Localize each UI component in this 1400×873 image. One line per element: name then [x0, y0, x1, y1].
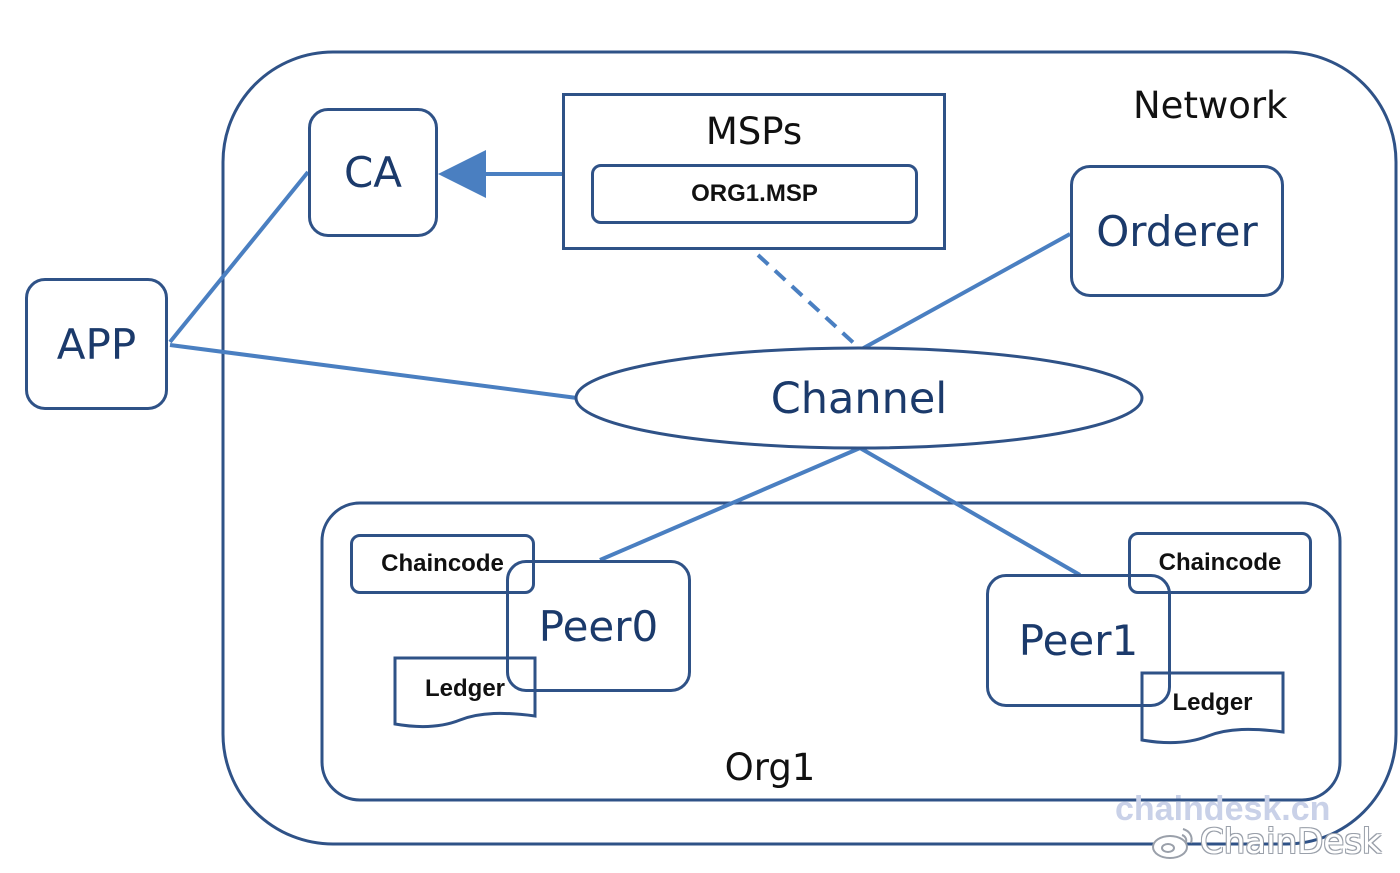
peer0-chaincode-label: Chaincode: [381, 550, 504, 577]
channel-ellipse: [574, 346, 1144, 450]
channel-label: Channel: [770, 374, 948, 424]
peer1-chaincode-label: Chaincode: [1158, 549, 1282, 576]
peer1-node: Peer1: [986, 574, 1171, 707]
orderer-channel-connector: [859, 232, 1071, 352]
peer0-ledger-label: Ledger: [424, 675, 505, 702]
network-label: Network: [1133, 84, 1288, 127]
org1-msp-box: ORG1.MSP: [591, 164, 918, 224]
orderer-label: Orderer: [1096, 206, 1258, 256]
peer0-node: Peer0: [506, 560, 691, 692]
msps-channel-dashed: [756, 253, 860, 349]
peer1-label: Peer1: [1018, 616, 1139, 665]
ca-node: CA: [308, 108, 438, 237]
orderer-node: Orderer: [1070, 165, 1284, 297]
ca-label: CA: [343, 148, 403, 197]
app-label: APP: [56, 319, 137, 369]
msps-container: MSPs ORG1.MSP: [562, 93, 946, 250]
org1-label: Org1: [724, 746, 816, 789]
channel-peer0-connector: [599, 446, 861, 562]
org1-boundary: [320, 501, 1342, 802]
peer1-chaincode: Chaincode: [1128, 532, 1312, 594]
app-node: APP: [25, 278, 168, 410]
peer0-label: Peer0: [538, 601, 659, 651]
app-channel-connector: [169, 343, 578, 400]
network-boundary: [221, 50, 1398, 846]
peer1-ledger-shape: [1140, 671, 1285, 745]
weibo-icon: [1152, 828, 1193, 859]
msps-title: MSPs: [705, 110, 803, 153]
peer0-chaincode: Chaincode: [350, 534, 535, 594]
peer1-ledger-label: Ledger: [1172, 689, 1253, 716]
channel-peer1-connector: [859, 446, 1081, 577]
watermark-brand-label: ChainDesk: [1200, 822, 1382, 862]
peer0-ledger-shape: [393, 656, 537, 729]
watermark-site: chaindesk.cn: [1115, 790, 1331, 828]
org1-msp-label: ORG1.MSP: [691, 180, 818, 207]
app-ca-connector: [168, 170, 310, 344]
watermark-brand: ChainDesk: [1150, 822, 1382, 862]
